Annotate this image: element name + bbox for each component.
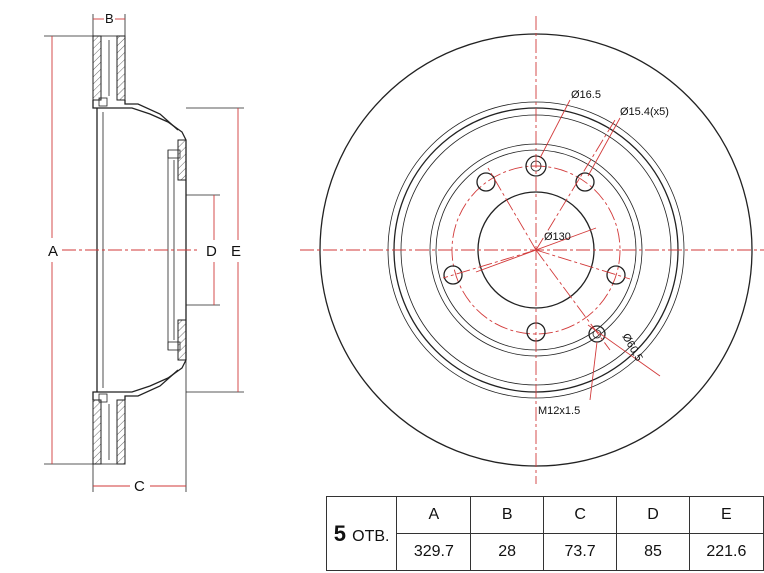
bolt-hole [443,265,463,285]
hat-profile-top [92,100,187,180]
front-view: Ø16.5 Ø15.4(x5) Ø130 Ø60.5 M12x1.5 [300,16,764,484]
callout-pcd: Ø130 [544,231,571,243]
header-c: C [542,496,618,534]
label-d: D [206,243,217,260]
label-b: B [105,11,114,26]
lower-friction-ring-outer [92,399,102,465]
callout-bolt-holes: Ø15.4(x5) [620,106,669,118]
header-d: D [616,496,690,534]
bolt-hole-pattern [443,155,626,343]
holes-count: 5 [333,520,347,546]
header-a: A [396,496,472,534]
hat-profile-bottom [92,320,187,400]
value-a: 329.7 [396,533,472,571]
header-b: B [470,496,544,534]
value-d: 85 [616,533,690,571]
bolt-hole [606,265,626,285]
value-c: 73.7 [542,533,618,571]
spec-table-value-row: 329.7 28 73.7 85 221.6 [327,533,764,571]
upper-friction-ring-inner [116,35,126,101]
bolt-hole [476,172,496,192]
lower-friction-ring-inner [116,399,126,465]
spec-table-header-row: 5 ОТВ. A B C D E [325,496,764,571]
bolt-hole [575,172,595,192]
hat-wall-bottom [177,319,187,361]
holes-count-cell: 5 ОТВ. [325,496,398,571]
value-b: 28 [470,533,544,571]
header-e: E [688,496,764,534]
value-e: 221.6 [688,533,764,571]
label-e: E [231,243,241,260]
label-a: A [48,243,58,260]
side-section-view: A B C D E [44,11,244,495]
upper-friction-ring-outer [92,35,102,101]
callout-thread: M12x1.5 [538,405,580,417]
label-c: C [134,478,145,495]
callout-pin-hole: Ø16.5 [571,89,601,101]
spec-table: 5 ОТВ. A B C D E 329.7 28 73.7 85 221.6 [325,496,764,571]
hat-wall-top [177,139,187,181]
holes-unit: ОТВ. [352,527,390,545]
callout-center-bore: Ø60.5 [619,332,644,364]
